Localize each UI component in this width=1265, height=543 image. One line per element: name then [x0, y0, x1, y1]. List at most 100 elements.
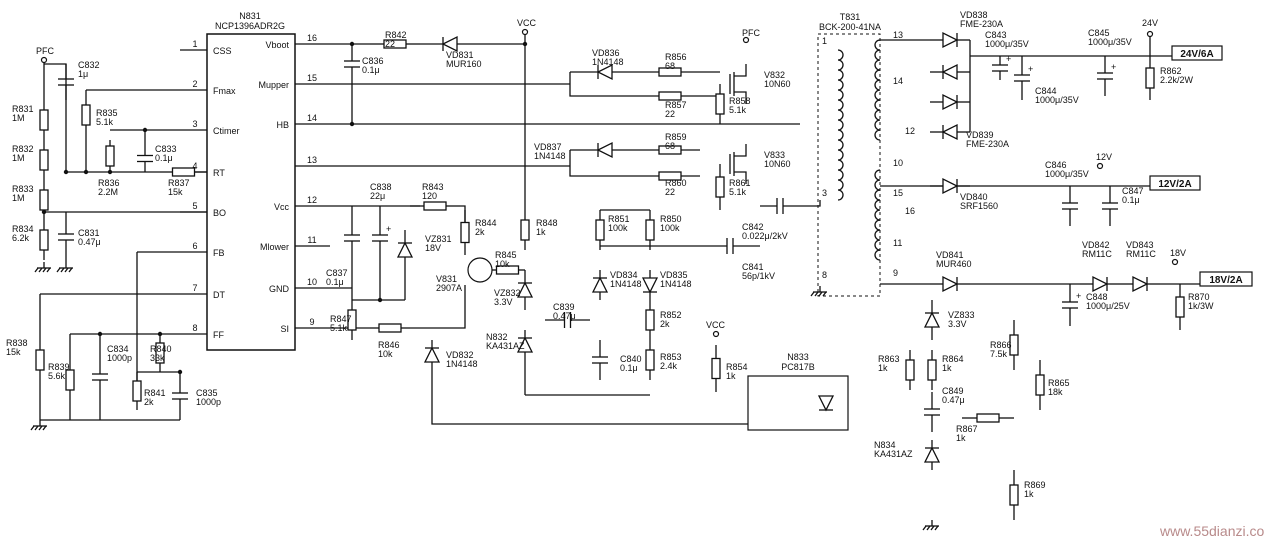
- part-value-label: MUR460: [936, 259, 972, 269]
- ic-pin-name: RT: [213, 168, 225, 178]
- ic-pin-name: FB: [213, 248, 225, 258]
- ic-pin-name: Ctimer: [213, 126, 240, 136]
- part-value-label: 10N60: [764, 79, 791, 89]
- diode: [596, 63, 613, 81]
- part-value-label: 1k: [1024, 489, 1034, 499]
- part-ref-label: R870: [1188, 292, 1210, 302]
- part-value-label: 1k: [726, 371, 736, 381]
- transformer-ref-label: T831: [840, 12, 861, 22]
- part-value-label: 120: [422, 191, 437, 201]
- part-value-label: 100k: [660, 223, 680, 233]
- part-ref-label: C849: [942, 386, 964, 396]
- diode: [423, 346, 441, 363]
- ground-hatch: [34, 267, 39, 273]
- part-ref-label: V832: [764, 70, 785, 80]
- part-value-label: 1k: [956, 433, 966, 443]
- resistor: [155, 342, 165, 364]
- pin-label: 11: [893, 238, 902, 248]
- ground-hatch: [930, 525, 935, 531]
- part-value-label: 22: [385, 39, 395, 49]
- ic-pin-number: 14: [307, 113, 317, 123]
- ic-pin-number: 3: [192, 119, 197, 129]
- resistor: [1175, 296, 1185, 318]
- ground-hatch: [934, 525, 939, 531]
- wire: [569, 150, 640, 177]
- transformer-part-label: BCK-200-41NA: [819, 22, 881, 32]
- wire: [410, 285, 466, 329]
- ic-pin-number: 6: [192, 241, 197, 251]
- ground-hatch: [60, 267, 65, 273]
- diode: [1092, 275, 1109, 293]
- ground-hatch: [926, 525, 931, 531]
- part-ref-label: R842: [385, 30, 407, 40]
- junction-dot: [107, 169, 113, 175]
- part-value-label: 0.1μ: [362, 65, 380, 75]
- part-value-label: 7.5k: [990, 349, 1008, 359]
- part-value-label: 0.47μ: [78, 237, 101, 247]
- resistor: [520, 219, 530, 241]
- part-ref-label: C833: [155, 144, 177, 154]
- part-ref-label: C836: [362, 56, 384, 66]
- wire: [480, 34, 526, 45]
- wire: [800, 200, 821, 207]
- diode: [941, 123, 958, 141]
- diode: [942, 275, 959, 293]
- net-vcc-label: VCC: [517, 18, 537, 28]
- components: +++++: [30, 28, 1253, 531]
- ground-hatch: [64, 267, 69, 273]
- opto-ref-label: N833: [787, 352, 809, 362]
- pin-label: 16: [905, 206, 915, 216]
- part-value-label: MUR160: [446, 59, 482, 69]
- resistor: [645, 219, 655, 241]
- diode: [817, 395, 835, 412]
- part-ref-label: R865: [1048, 378, 1070, 388]
- diode: [516, 336, 534, 353]
- resistor: [495, 265, 520, 275]
- net-pfc-label: PFC: [36, 46, 55, 56]
- part-value-label: 10N60: [764, 159, 791, 169]
- pin-label: 9: [893, 268, 898, 278]
- transistor-v831: [467, 257, 493, 283]
- part-ref-label: C834: [107, 344, 129, 354]
- resistor: [65, 369, 75, 391]
- part-value-label: 0.1μ: [326, 277, 344, 287]
- part-value-label: 1000μ/25V: [1086, 301, 1130, 311]
- part-value-label: 1N4148: [446, 359, 478, 369]
- part-ref-label: VD843: [1126, 240, 1154, 250]
- part-value-label: 22μ: [370, 191, 385, 201]
- transformer-frame: [817, 33, 881, 297]
- part-ref-label: VZ831: [425, 234, 452, 244]
- ic-part-label: NCP1396ADR2G: [215, 21, 285, 31]
- ic-pin-name: Fmax: [213, 86, 236, 96]
- part-value-label: 3.3V: [948, 319, 967, 329]
- part-value-label: 1k: [536, 227, 546, 237]
- part-value-label: 68: [665, 141, 675, 151]
- resistor: [976, 413, 1000, 423]
- wire: [734, 64, 747, 77]
- part-ref-label: R867: [956, 424, 978, 434]
- ground-hatch: [814, 291, 819, 297]
- ic-pin-number: 4: [192, 161, 197, 171]
- part-ref-label: R861: [729, 178, 751, 188]
- resistor: [658, 171, 682, 181]
- resistor: [927, 359, 937, 381]
- part-value-label: 2907A: [436, 283, 462, 293]
- ground-hatch: [810, 291, 815, 297]
- resistor: [715, 93, 725, 115]
- part-ref-label: VD835: [660, 270, 688, 280]
- output-18v-box: [1199, 271, 1253, 287]
- part-ref-label: R834: [12, 224, 34, 234]
- pin-label: 3: [822, 188, 827, 198]
- ground-hatch: [34, 425, 39, 431]
- part-ref-label: C847: [1122, 186, 1144, 196]
- diode: [942, 93, 959, 111]
- part-value-label: 1N4148: [534, 151, 566, 161]
- part-ref-label: VD831: [446, 50, 474, 60]
- part-value-label: 15k: [6, 347, 21, 357]
- resistor: [658, 145, 682, 155]
- part-ref-label: R840: [150, 344, 172, 354]
- part-value-label: 1μ: [78, 69, 88, 79]
- part-ref-label: R835: [96, 108, 118, 118]
- resistor: [383, 39, 407, 49]
- part-value-label: 2.4k: [660, 361, 678, 371]
